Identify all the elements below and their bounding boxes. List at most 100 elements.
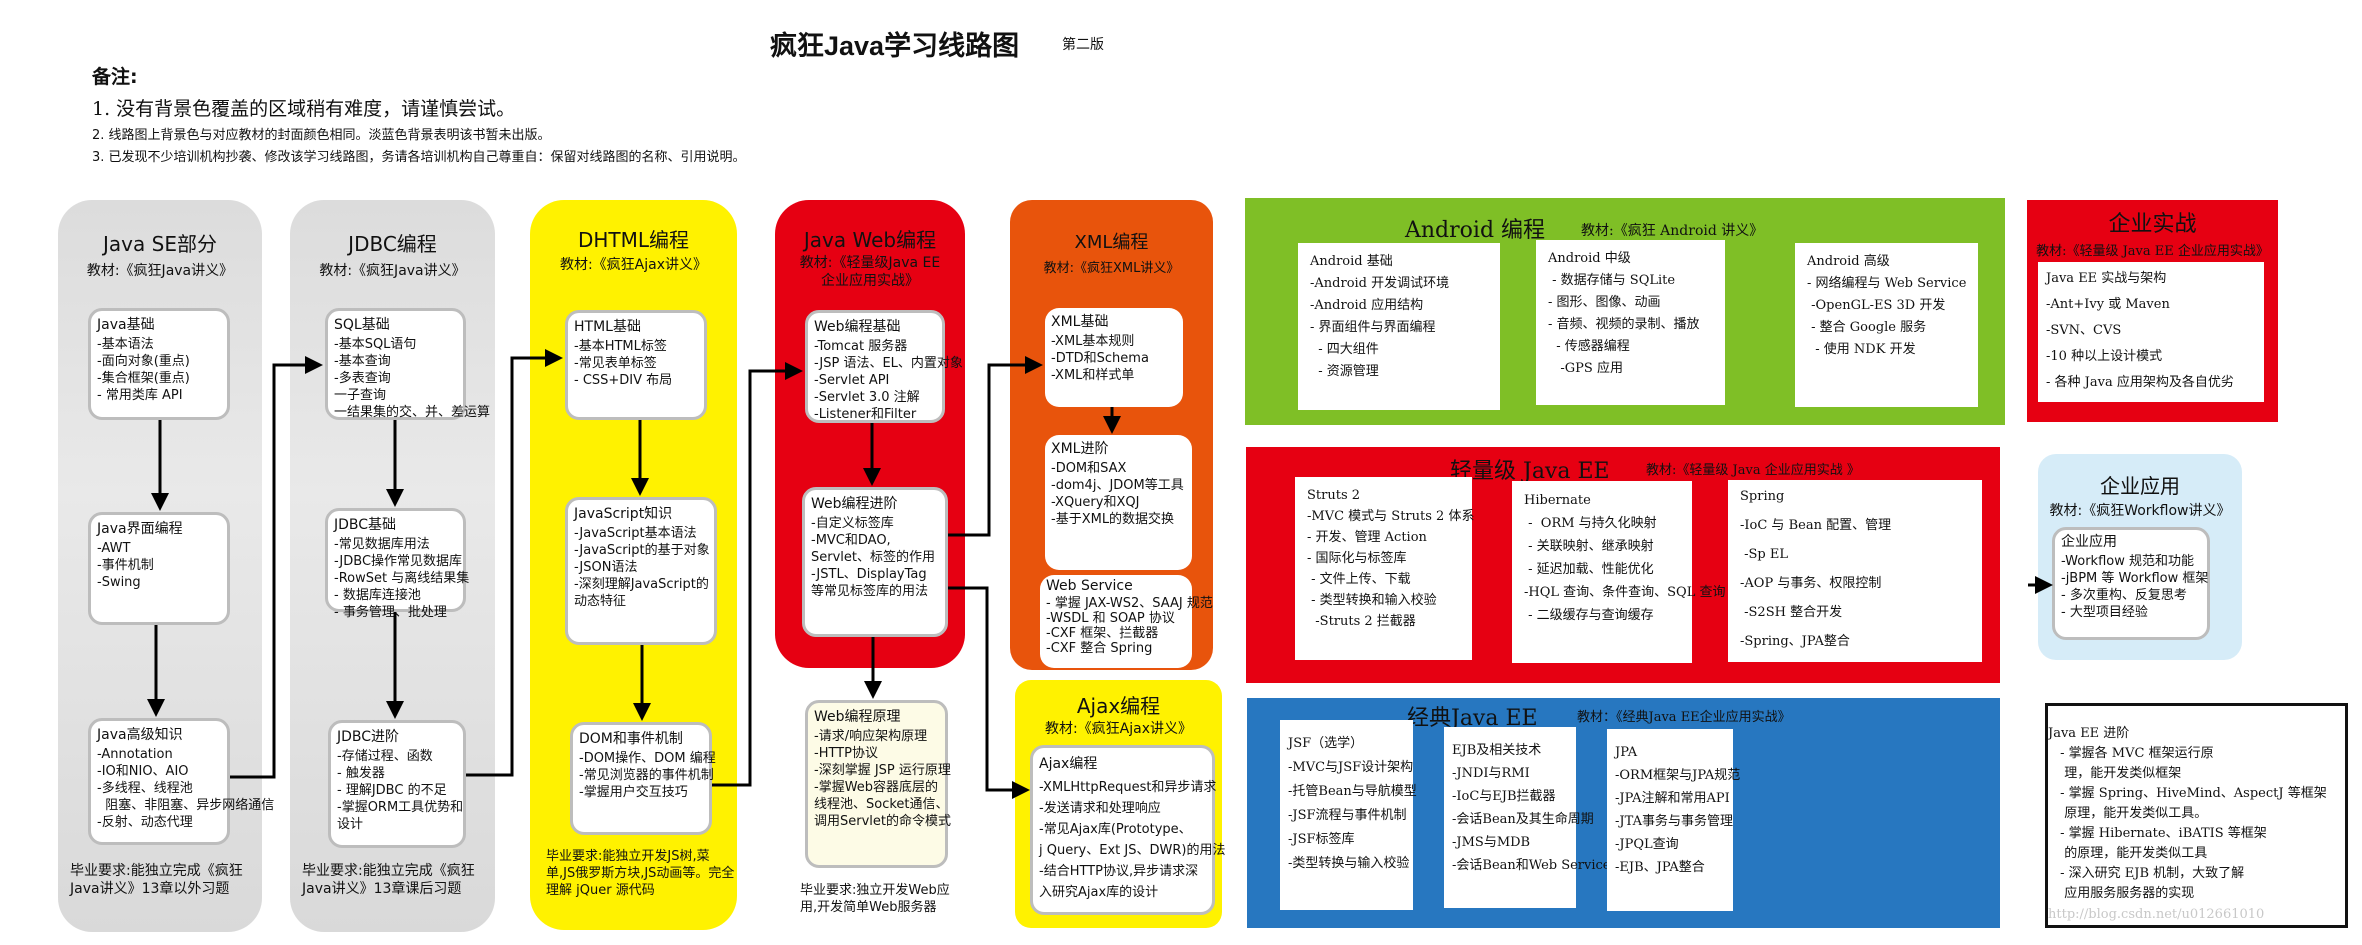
list-item: -深刻理解JavaScript的 <box>574 577 709 592</box>
column-title: DHTML编程 <box>577 228 690 252</box>
column-title: Java SE部分 <box>103 232 217 256</box>
list-item: -jBPM 等 Workflow 框架 <box>2061 571 2209 586</box>
box-title: EJB及相关技术 <box>1452 743 1542 758</box>
list-item: -WSDL 和 SOAP 协议 <box>1046 611 1175 626</box>
box-title: Android 高级 <box>1807 254 1890 269</box>
list-item: 应用服务服务器的实现 <box>2056 886 2195 901</box>
list-item: - 关联映射、继承映射 <box>1524 539 1654 554</box>
list-item: -Listener和Filter <box>814 407 917 422</box>
box-jdbc-advanced: JDBC进阶-存储过程、函数- 触发器- 理解JDBC 的不足-掌握ORM工具优… <box>328 720 466 848</box>
list-item: 一结果集的交、并、差运算 <box>334 405 491 420</box>
list-item: - 资源管理 <box>1310 364 1379 379</box>
column-book: 教材:《疯狂Java讲义》 <box>86 263 234 279</box>
list-item: -JavaScript基本语法 <box>574 526 697 541</box>
list-item: -OpenGL-ES 3D 开发 <box>1807 298 1946 313</box>
column-title: 企业应用 <box>2100 474 2180 498</box>
list-item: -自定义标签库 <box>811 516 894 531</box>
list-item: -10 种以上设计模式 <box>2046 349 2163 364</box>
note-1: 1. 没有背景色覆盖的区域稍有难度，请谨慎尝试。 <box>92 98 516 120</box>
note-3: 3. 已发现不少培训机构抄袭、修改该学习线路图，务请各培训机构自己尊重自：保留对… <box>92 150 746 165</box>
list-item: -发送请求和处理响应 <box>1039 801 1161 816</box>
list-item: -掌握用户交互技巧 <box>579 785 688 800</box>
list-item: -类型转换与输入校验 <box>1288 856 1410 871</box>
box-jsf: JSF（选学）-MVC与JSF设计架构-托管Bean与导航模型-JSF流程与事件… <box>1280 720 1417 910</box>
box-title: Struts 2 <box>1307 488 1361 503</box>
list-item: 等常见标签库的用法 <box>811 584 929 599</box>
box-struts2: Struts 2-MVC 模式与 Struts 2 体系- 开发、管理 Acti… <box>1295 477 1474 660</box>
list-item: - 界面组件与界面编程 <box>1310 320 1436 335</box>
list-item: -HTTP协议 <box>814 746 878 761</box>
list-item: 阻塞、非阻塞、异步网络通信 <box>97 798 275 813</box>
list-item: -dom4j、JDOM等工具 <box>1051 478 1184 493</box>
box-title: XML进阶 <box>1051 441 1109 457</box>
box-title: Java EE 实战与架构 <box>2046 271 2167 286</box>
section-title: Java EE 进阶 <box>2048 726 2130 741</box>
list-item: -CXF 框架、拦截器 <box>1046 626 1159 641</box>
list-item: Servlet、标签的作用 <box>811 550 935 565</box>
javaee-advanced-box: Java EE 进阶 - 掌握各 MVC 框架运行原 理，能开发类似框架 - 掌… <box>2045 703 2348 928</box>
list-item: -JDBC操作常见数据库 <box>334 554 463 569</box>
column-book: 教材:《疯狂Ajax讲义》 <box>559 257 708 273</box>
list-item: -事件机制 <box>97 558 154 573</box>
list-item: 的原理，能开发类似工具 <box>2056 846 2208 861</box>
list-item: - ORM 与持久化映射 <box>1524 516 1657 531</box>
list-item: -JPA注解和常用API <box>1615 791 1730 806</box>
box-jdbc-basics: JDBC基础-常见数据库用法-JDBC操作常见数据库-RowSet 与离线结果集… <box>325 508 469 620</box>
box-enterprise-app: 企业应用 -Workflow 规范和功能 -jBPM 等 Workflow 框架 - … <box>2052 527 2210 640</box>
list-item: - 延迟加载、性能优化 <box>1524 562 1654 577</box>
list-item: -JMS与MDB <box>1452 835 1531 850</box>
box-javascript: JavaScript知识-JavaScript基本语法-JavaScript的基… <box>565 497 717 645</box>
box-java-advanced: Java高级知识-Annotation-IO和NIO、AIO-多线程、线程池 阻… <box>88 718 275 845</box>
box-hibernate: Hibernate - ORM 与持久化映射 - 关联映射、继承映射 - 延迟加… <box>1512 481 1725 663</box>
box-title: 企业应用 <box>2061 534 2117 550</box>
list-item: -会话Bean和Web Service <box>1452 858 1611 873</box>
list-item: -JSF标签库 <box>1288 832 1355 847</box>
box-title: Spring <box>1740 489 1785 504</box>
notes-heading: 备注: <box>92 66 138 88</box>
box-title: SQL基础 <box>334 317 390 333</box>
box-javaee-practice: Java EE 实战与架构-Ant+Ivy 或 Maven-SVN、CVS-10… <box>2038 262 2264 402</box>
list-item: - 音频、视频的录制、播放 <box>1548 317 1700 332</box>
graduation-requirement: 毕业要求:独立开发Web应用,开发简单Web服务器 <box>800 883 950 915</box>
list-item: -存储过程、函数 <box>337 749 433 764</box>
list-item: - 大型项目经验 <box>2061 605 2148 620</box>
box-xml-basics: XML基础-XML基本规则-DTD和Schema-XML和样式单 <box>1045 308 1183 407</box>
list-item: - 使用 NDK 开发 <box>1807 342 1916 357</box>
list-item: -Servlet 3.0 注解 <box>814 390 920 405</box>
page-title: 疯狂Java学习线路图 <box>770 31 1020 61</box>
box-title: Web Service <box>1046 578 1133 594</box>
list-item: -S2SH 整合开发 <box>1740 605 1843 620</box>
box-xml-advanced: XML进阶-DOM和SAX-dom4j、JDOM等工具-XQuery和XQJ-基… <box>1045 435 1192 570</box>
list-item: -Workflow 规范和功能 <box>2061 554 2194 569</box>
list-item: - 数据库连接池 <box>334 588 421 603</box>
list-item: -DTD和Schema <box>1051 351 1149 366</box>
advanced-items: - 掌握各 MVC 框架运行原 理，能开发类似框架 - 掌握 Spring、Hi… <box>2056 744 2327 904</box>
list-item: -MVC与JSF设计架构 <box>1288 760 1414 775</box>
box-title: Web编程基础 <box>814 319 901 335</box>
list-item: -Tomcat 服务器 <box>814 339 908 354</box>
watermark: http://blog.csdn.net/u012661010 <box>2048 907 2265 922</box>
box-title: Android 中级 <box>1548 251 1631 266</box>
list-item: -IO和NIO、AIO <box>97 764 189 779</box>
box-title: JDBC进阶 <box>337 729 400 745</box>
list-item: -Struts 2 拦截器 <box>1307 614 1416 629</box>
box-web-advanced: Web编程进阶-自定义标签库-MVC和DAO,Servlet、标签的作用-JST… <box>802 487 948 637</box>
list-item: - 常用类库 API <box>97 388 183 403</box>
list-item: - 四大组件 <box>1310 342 1379 357</box>
box-sql-basics: SQL基础-基本SQL语句-基本查询-多表查询一子查询一结果集的交、并、差运算 <box>325 308 491 420</box>
graduation-requirement: 毕业要求:能独立开发JS树,菜单,JS俄罗斯方块,JS动画等。完全理解 jQue… <box>546 849 735 898</box>
section-title: 轻量级 Java EE <box>1450 459 1610 484</box>
section-book: 教材:《疯狂 Android 讲义》 <box>1581 223 1764 239</box>
list-item: -Swing <box>97 575 141 590</box>
graduation-requirement: 毕业要求:能独立完成《疯狂Java讲义》13章以外习题 <box>70 863 243 897</box>
list-item: -XMLHttpRequest和异步请求 <box>1039 780 1217 795</box>
list-item: - 掌握各 MVC 框架运行原 <box>2056 746 2214 761</box>
box-title: Java基础 <box>97 317 155 333</box>
list-item: - 掌握 Spring、HiveMind、AspectJ 等框架 <box>2056 786 2327 801</box>
list-item: -集合框架(重点) <box>97 371 190 386</box>
edition-label: 第二版 <box>1062 37 1104 53</box>
box-title: Ajax编程 <box>1039 756 1098 772</box>
box-title: Web编程原理 <box>814 709 901 725</box>
box-jpa: JPA-ORM框架与JPA规范-JPA注解和常用API-JTA事务与事务管理-J… <box>1607 729 1740 911</box>
list-item: -Servlet API <box>814 373 890 388</box>
